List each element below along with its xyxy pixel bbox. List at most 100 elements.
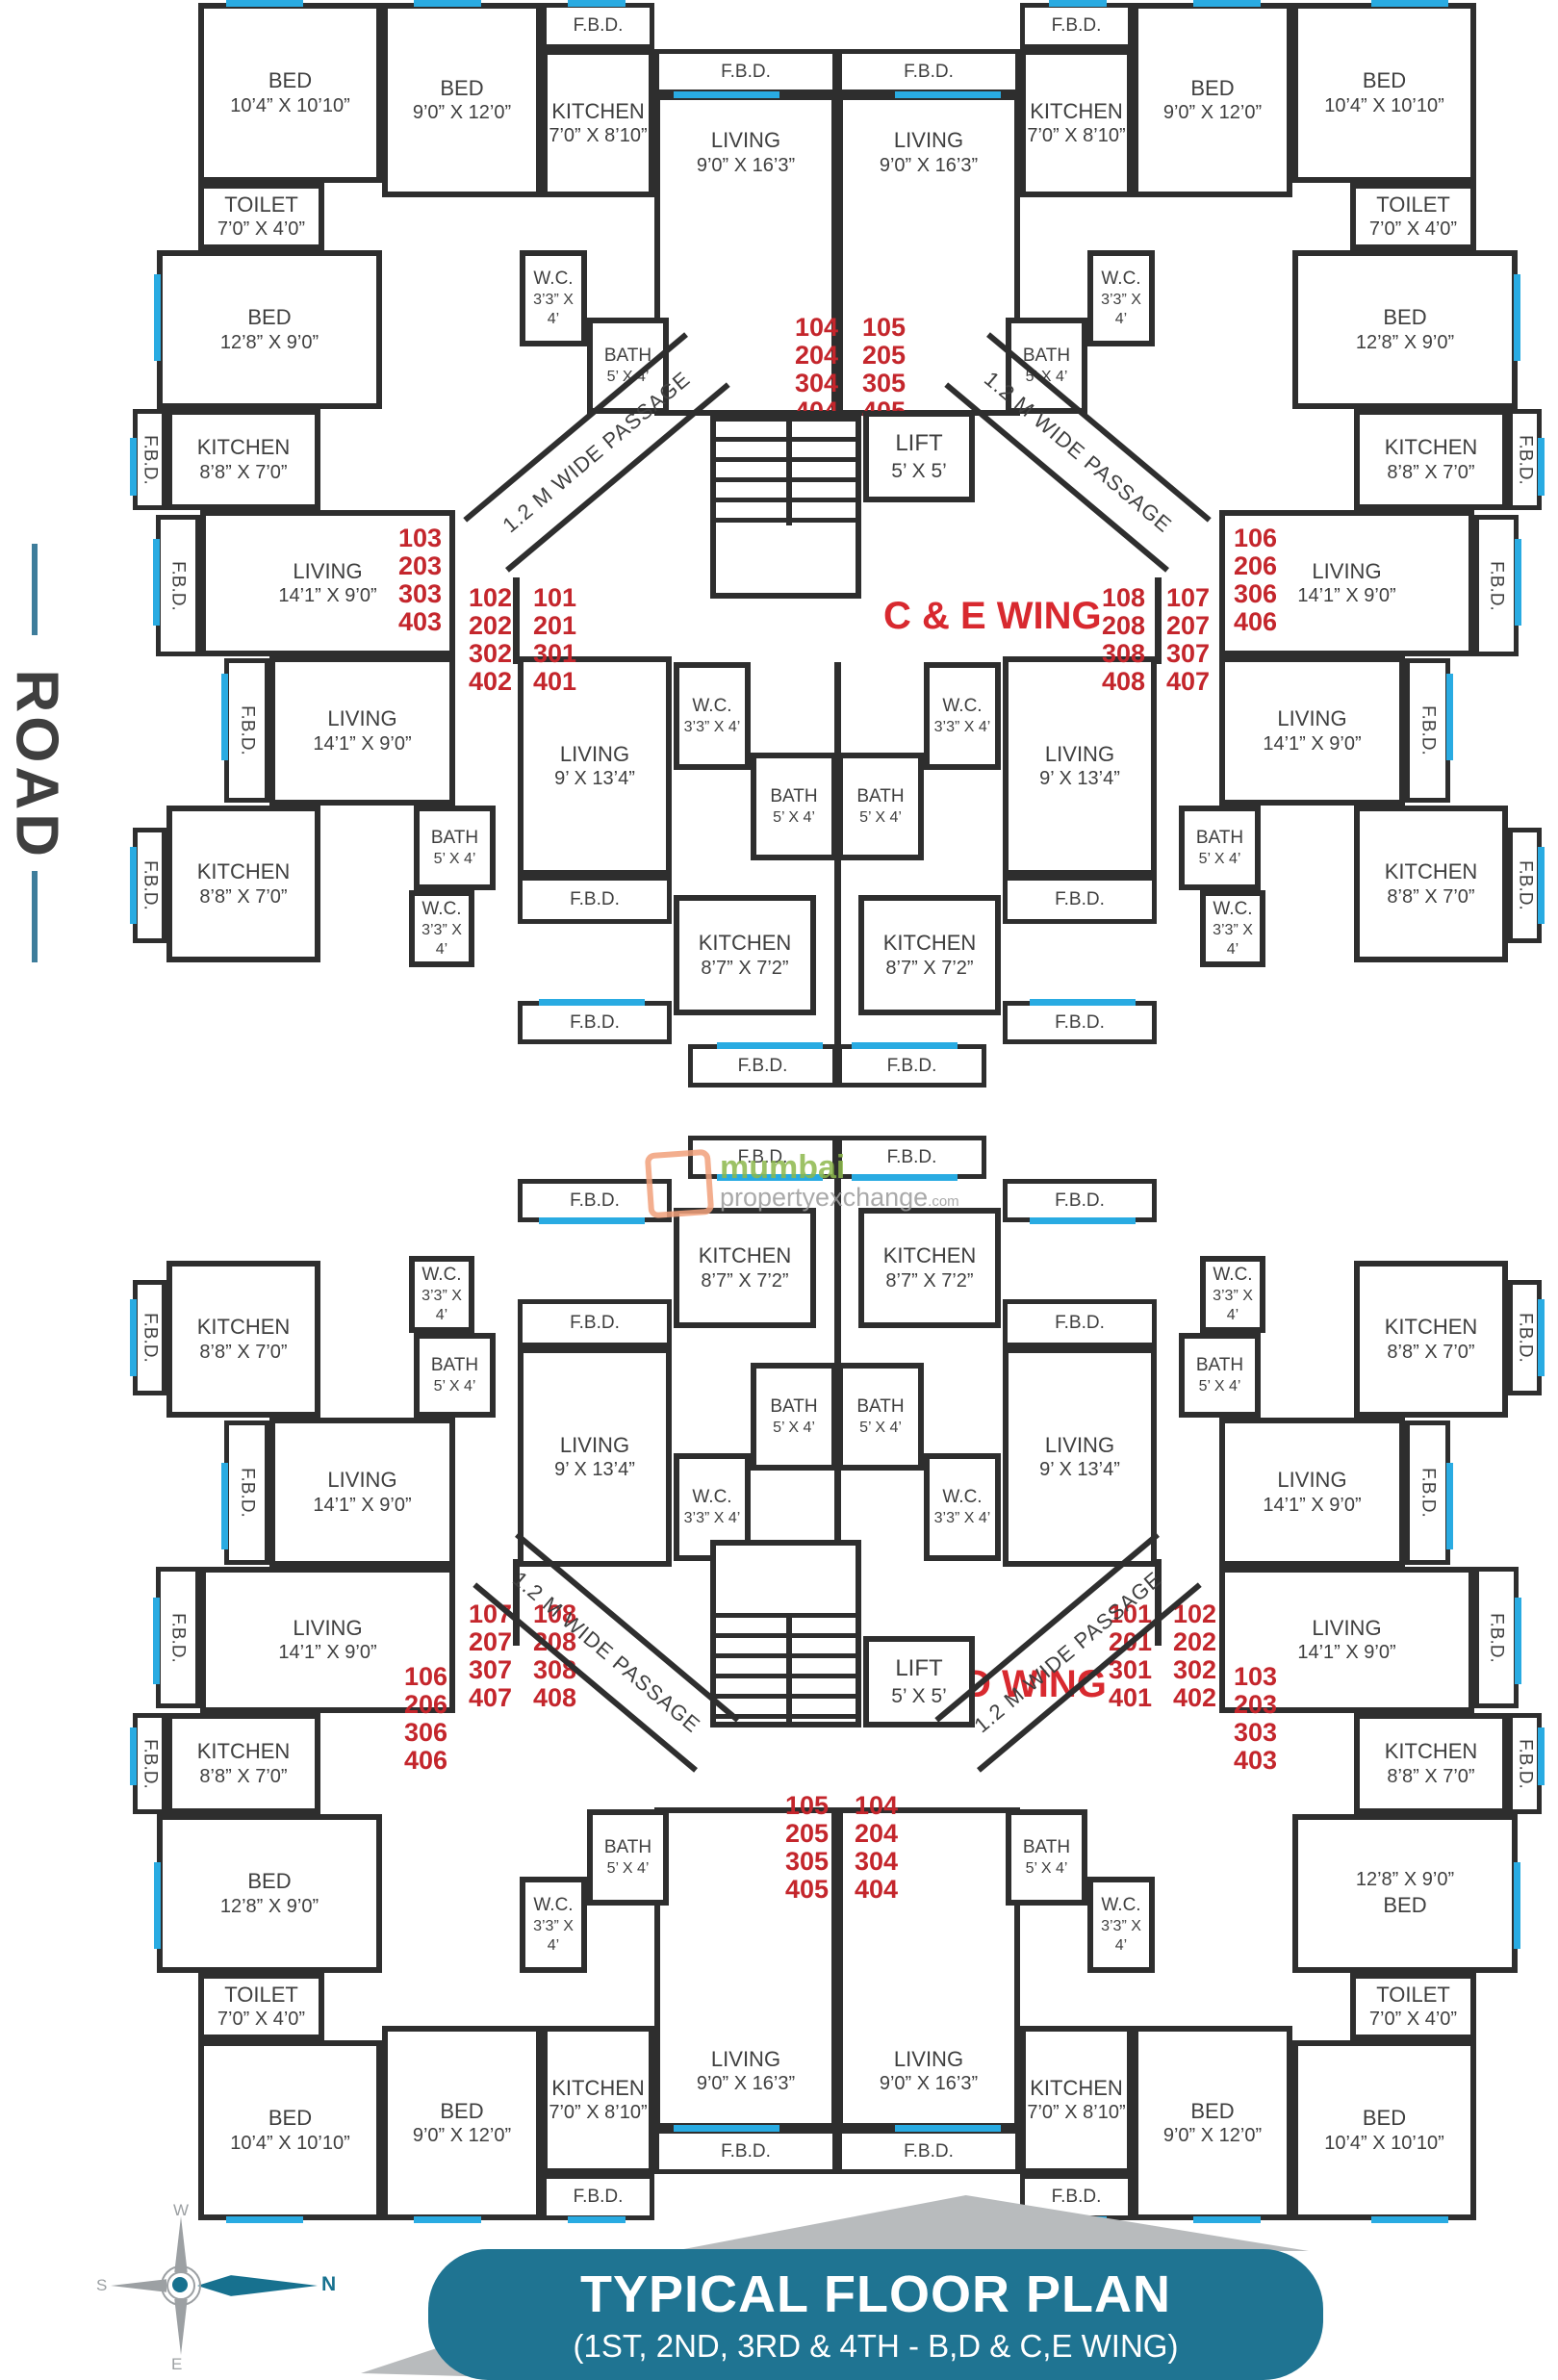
- unit-number: 202: [1173, 1627, 1217, 1656]
- room-label: F.B.D.: [1418, 1468, 1439, 1518]
- room-label: F.B.D.: [1055, 889, 1105, 910]
- unit-number: 101: [533, 583, 577, 612]
- window-strip: [226, 2216, 303, 2223]
- room-f-b-d: F.B.D.: [224, 658, 269, 803]
- room-dimensions: 10’4” X 10’10”: [230, 94, 350, 116]
- compass-west-label: W: [173, 2201, 190, 2219]
- room-label: LIVING: [327, 1468, 397, 1493]
- window-strip: [1030, 1217, 1136, 1224]
- unit-number: 306: [1234, 579, 1278, 608]
- room-label: BED: [268, 2106, 313, 2131]
- room-bed: 12’8” X 9’0”BED: [1292, 1814, 1518, 1973]
- room-w-c: W.C.3’3” X 4’: [520, 250, 587, 346]
- window-strip: [130, 438, 137, 496]
- room-label: BATH: [603, 345, 652, 367]
- room-label: F.B.D.: [1486, 1612, 1507, 1663]
- window-strip: [1538, 1727, 1545, 1785]
- room-f-b-d: F.B.D.: [1003, 876, 1157, 924]
- room-label: F.B.D.: [1515, 434, 1536, 485]
- window-strip: [1030, 999, 1136, 1006]
- room-dimensions: 5’ X 4’: [433, 1377, 476, 1395]
- room-label: BATH: [430, 828, 479, 849]
- unit-number: 304: [795, 369, 839, 397]
- room-label: W.C.: [533, 1895, 574, 1916]
- room-f-b-d: F.B.D.: [837, 2129, 1020, 2174]
- window-strip: [221, 674, 228, 760]
- room-w-c: W.C.3’3” X 4’: [1087, 1877, 1155, 1973]
- room-label: KITCHEN: [196, 435, 291, 460]
- room-label: BATH: [1195, 1355, 1244, 1376]
- room-f-b-d: F.B.D.: [1474, 515, 1519, 656]
- room-label: KITCHEN: [1030, 2075, 1123, 2100]
- room-label: F.B.D.: [886, 1055, 937, 1076]
- room-label: BED: [1190, 2098, 1235, 2123]
- window-strip: [852, 1042, 958, 1049]
- unit-number: 407: [469, 1683, 513, 1712]
- room-dimensions: 8’8” X 7’0”: [1387, 1341, 1475, 1363]
- window-strip: [130, 1727, 137, 1785]
- room-dimensions: 8’7” X 7’2”: [701, 1269, 789, 1292]
- window-strip: [674, 91, 779, 98]
- room-dimensions: 8’7” X 7’2”: [701, 957, 789, 979]
- room-dimensions: 7’0” X 4’0”: [1368, 2009, 1458, 2031]
- unit-number: 203: [398, 551, 443, 580]
- window-strip: [1446, 674, 1453, 760]
- room-dimensions: 10’4” X 10’10”: [1324, 94, 1444, 116]
- watermark-brand: mumbai: [720, 1149, 846, 1186]
- room-label: LIVING: [1277, 706, 1347, 731]
- window-strip: [1049, 0, 1107, 7]
- window-strip: [153, 539, 160, 626]
- unit-number: 105: [862, 313, 907, 342]
- unit-number: 301: [1109, 1655, 1153, 1684]
- unit-number: 306: [404, 1718, 448, 1747]
- room-dimensions: 8’8” X 7’0”: [1387, 1765, 1475, 1787]
- room-dimensions: 3’3” X 4’: [1213, 921, 1253, 958]
- room-dimensions: 5’ X 4’: [773, 1419, 815, 1436]
- window-strip: [414, 2216, 481, 2223]
- unit-number: 305: [785, 1847, 830, 1876]
- room-label: F.B.D.: [237, 705, 258, 755]
- room-dimensions: 5’ X 4’: [773, 808, 815, 826]
- room-f-b-d: F.B.D.: [542, 3, 654, 49]
- room-label: W.C.: [533, 269, 574, 290]
- room-dimensions: 7’0” X 8’10”: [1027, 125, 1126, 147]
- staircase-treads: [716, 1613, 856, 1722]
- unit-number: 406: [1234, 607, 1278, 636]
- unit-number: 102: [1173, 1599, 1217, 1628]
- window-strip: [1538, 847, 1545, 924]
- compass-arrow-up-icon: [174, 2216, 188, 2272]
- room-label: KITCHEN: [551, 98, 645, 123]
- unit-number: 307: [469, 1655, 513, 1684]
- room-label: BATH: [603, 1837, 652, 1858]
- room-dimensions: 8’8” X 7’0”: [199, 1341, 288, 1363]
- watermark-domain: propertyexchange.com: [720, 1183, 959, 1213]
- room-f-b-d: F.B.D.: [133, 1713, 166, 1814]
- room-dimensions: 5’ X 4’: [859, 1419, 902, 1436]
- room-label: F.B.D.: [1055, 1313, 1105, 1334]
- unit-number: 301: [533, 639, 577, 668]
- room-label: BED: [268, 68, 313, 93]
- room-dimensions: 14’1” X 9’0”: [1263, 1494, 1362, 1516]
- plan-title: TYPICAL FLOOR PLAN: [579, 2265, 1171, 2323]
- window-strip: [226, 0, 303, 7]
- road-line-bottom: [32, 871, 38, 962]
- unit-number: 105: [785, 1791, 830, 1820]
- room-f-b-d: F.B.D.: [518, 1299, 672, 1347]
- room-label: F.B.D.: [1418, 705, 1439, 755]
